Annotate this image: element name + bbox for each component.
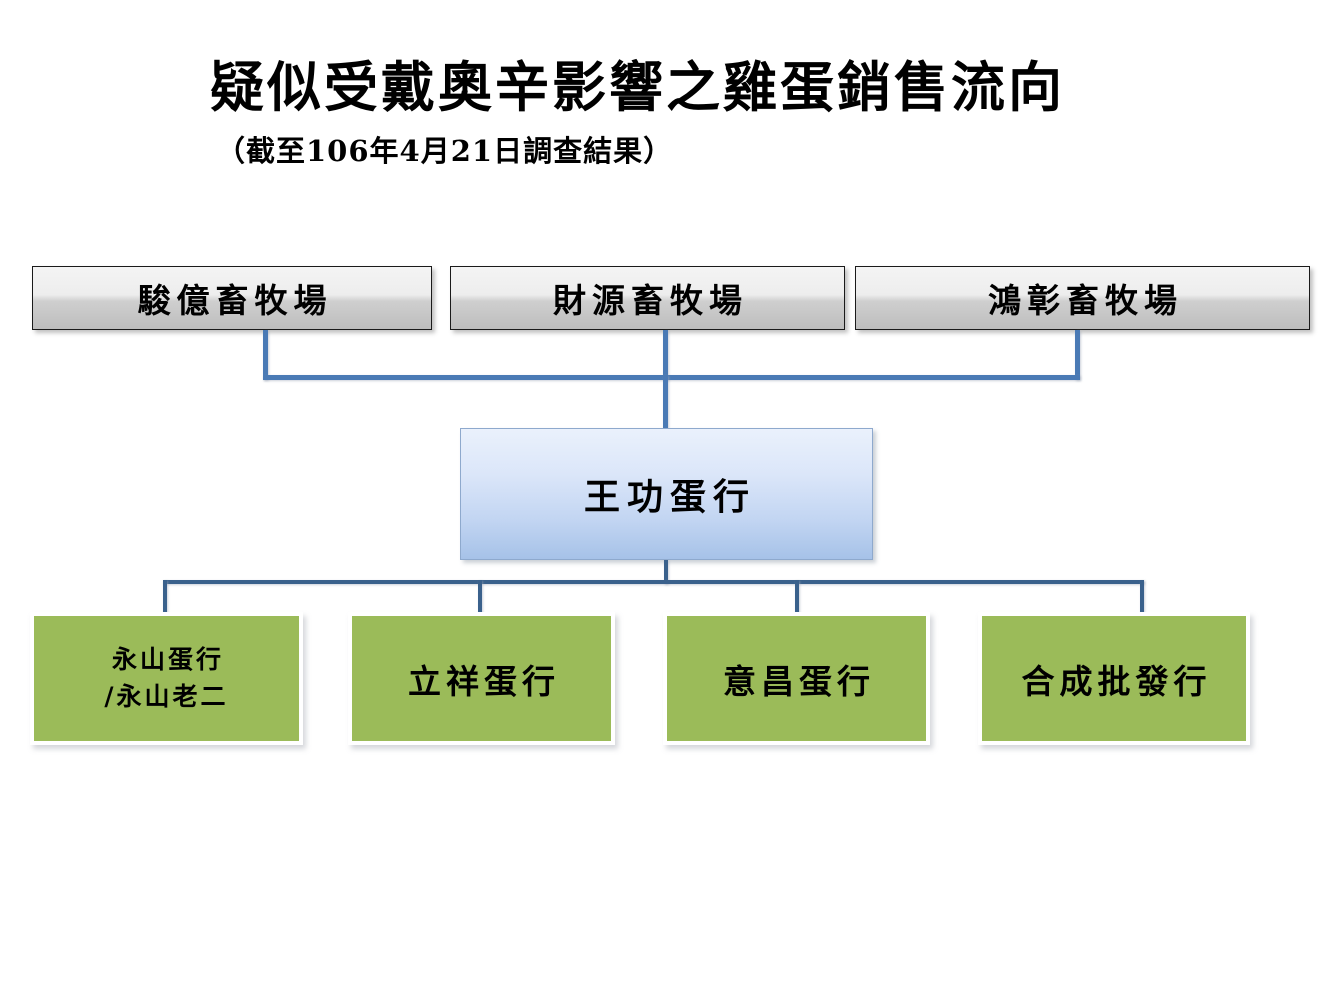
page-subtitle: （截至106年4月21日調查結果）: [216, 134, 674, 168]
node-dealer-3[interactable]: 意昌蛋行: [663, 612, 930, 745]
node-farm-3-label: 鴻彰畜牧場: [988, 281, 1183, 320]
connector-hub-down: [664, 560, 668, 584]
connector-dealer1-down: [163, 580, 167, 614]
node-farm-3[interactable]: 鴻彰畜牧場: [855, 266, 1310, 330]
node-hub-wanggong[interactable]: 王功蛋行: [460, 428, 873, 560]
node-dealer-1-line1: 永山蛋行: [111, 645, 224, 675]
node-farm-2-label: 財源畜牧場: [553, 281, 748, 320]
connector-farms-bus: [263, 375, 1080, 380]
connector-hub-stem: [663, 375, 668, 430]
connector-farm2-down: [663, 330, 668, 380]
node-farm-1-label: 駿億畜牧場: [137, 281, 333, 320]
node-dealer-4-label: 合成批發行: [1021, 661, 1212, 701]
connector-farm3-down: [1075, 330, 1080, 380]
node-dealer-1-line2: /永山老二: [104, 681, 229, 711]
connector-dealers-bus: [163, 580, 1144, 584]
node-dealer-3-label: 意昌蛋行: [723, 661, 875, 701]
node-dealer-4[interactable]: 合成批發行: [978, 612, 1250, 745]
connector-farm1-down: [263, 330, 268, 380]
node-farm-1[interactable]: 駿億畜牧場: [32, 266, 432, 330]
node-hub-label: 王功蛋行: [583, 476, 756, 518]
node-dealer-2-label: 立祥蛋行: [408, 661, 560, 701]
node-dealer-1[interactable]: 永山蛋行 /永山老二: [30, 612, 303, 745]
page-title: 疑似受戴奧辛影響之雞蛋銷售流向: [210, 55, 1065, 119]
node-dealer-1-label: 永山蛋行 /永山老二: [104, 642, 228, 715]
node-dealer-2[interactable]: 立祥蛋行: [348, 612, 615, 745]
connector-dealer3-down: [795, 580, 799, 614]
node-farm-2[interactable]: 財源畜牧場: [450, 266, 845, 330]
connector-dealer2-down: [478, 580, 482, 614]
connector-dealer4-down: [1140, 580, 1144, 614]
